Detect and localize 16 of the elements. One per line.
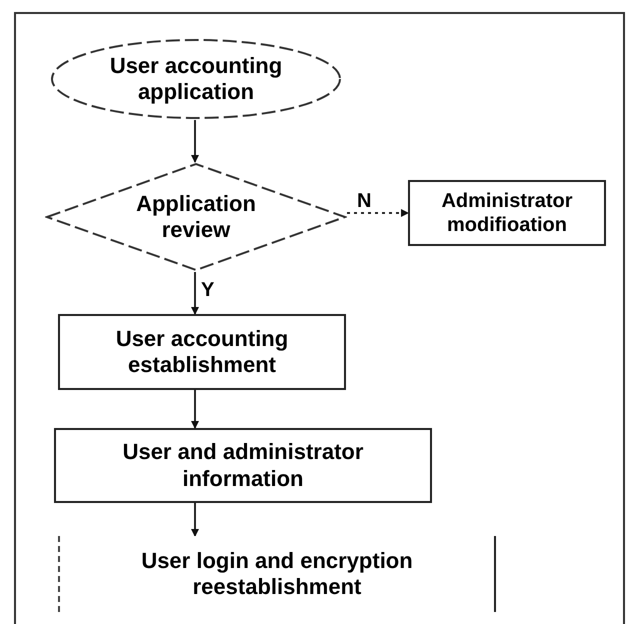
arrow [347,209,409,217]
arrow [191,120,199,163]
process-box [54,428,432,503]
process-box [408,180,606,246]
process-box [58,314,346,390]
arrow [191,503,199,537]
decision-diamond [45,162,347,272]
node-label: User accounting establishment [114,326,290,378]
arrow [191,272,199,315]
start-ellipse [50,38,342,120]
arrow [191,390,199,429]
node-label: Administrator modifioation [440,189,574,237]
node-label: User and administrator information [122,439,364,492]
node-label: Application review [135,190,257,244]
node-label: User login and encryption reestablishment [140,548,414,600]
node-label: User accounting application [108,52,284,106]
